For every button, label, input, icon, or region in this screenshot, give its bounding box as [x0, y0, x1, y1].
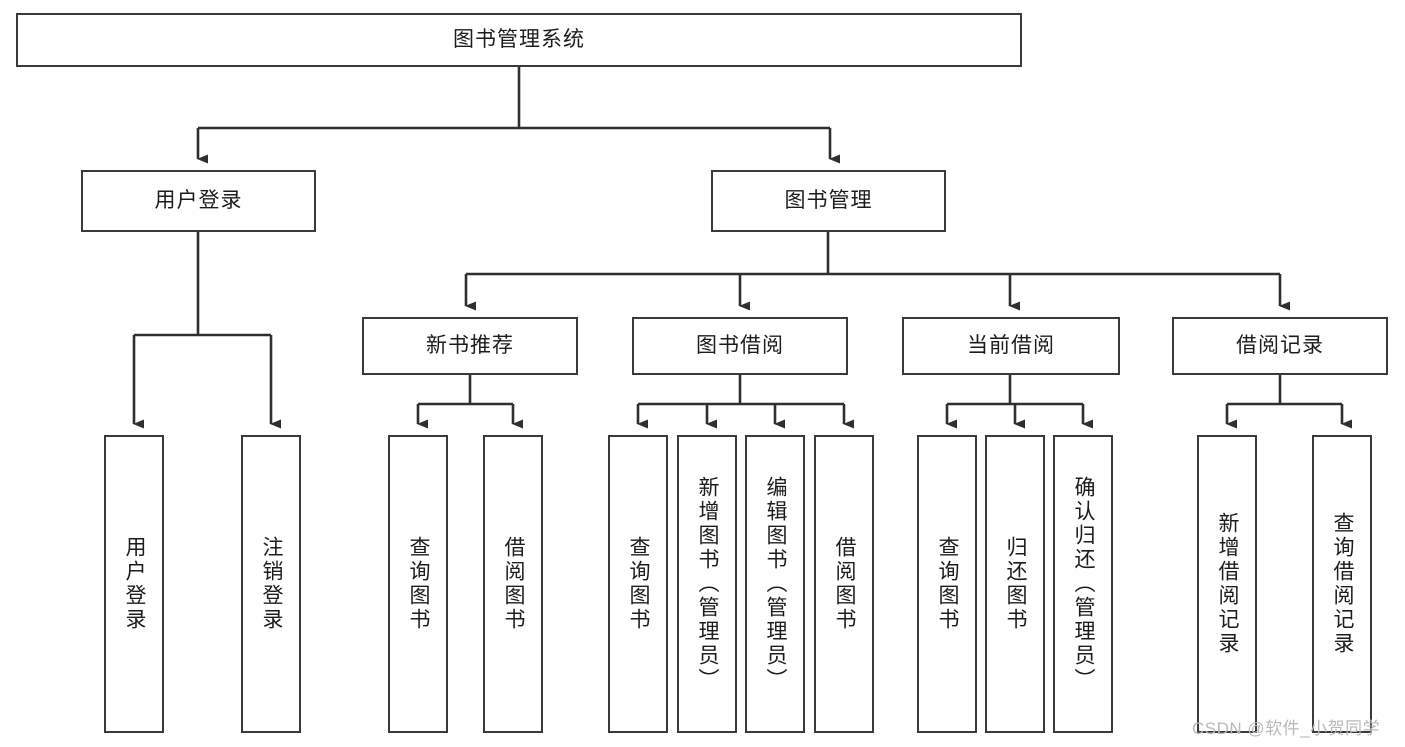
node-user-login-label: 用户登录 — [154, 189, 243, 213]
node-root-label: 图书管理系统 — [453, 28, 585, 52]
node-leaf-add-book-admin[interactable]: 新增图书（管理员） — [677, 435, 737, 733]
node-leaf-return-book-label: 归还图书 — [1004, 536, 1028, 632]
node-leaf-edit-book-admin-label: 编辑图书（管理员） — [764, 476, 788, 692]
node-leaf-query-borrow-record[interactable]: 查询借阅记录 — [1312, 435, 1372, 733]
csdn-watermark: CSDN @软件_小贺同学 — [1192, 719, 1381, 738]
node-leaf-user-logout[interactable]: 注销登录 — [241, 435, 301, 733]
node-book-manage[interactable]: 图书管理 — [711, 170, 946, 232]
node-leaf-add-borrow-record-label: 新增借阅记录 — [1216, 512, 1240, 656]
node-leaf-query-book-current[interactable]: 查询图书 — [917, 435, 977, 733]
node-leaf-edit-book-admin[interactable]: 编辑图书（管理员） — [745, 435, 805, 733]
node-root[interactable]: 图书管理系统 — [16, 13, 1022, 67]
node-leaf-query-book-borrow[interactable]: 查询图书 — [608, 435, 668, 733]
node-leaf-query-book-current-label: 查询图书 — [936, 536, 960, 632]
node-leaf-confirm-return-admin-label: 确认归还（管理员） — [1072, 476, 1096, 692]
node-leaf-borrow-book[interactable]: 借阅图书 — [814, 435, 874, 733]
node-borrow-record[interactable]: 借阅记录 — [1172, 317, 1388, 375]
node-current-borrow-label: 当前借阅 — [967, 334, 1055, 358]
node-current-borrow[interactable]: 当前借阅 — [902, 317, 1120, 375]
node-book-borrow[interactable]: 图书借阅 — [632, 317, 848, 375]
node-leaf-add-borrow-record[interactable]: 新增借阅记录 — [1197, 435, 1257, 733]
node-leaf-return-book[interactable]: 归还图书 — [985, 435, 1045, 733]
node-book-manage-label: 图书管理 — [784, 189, 873, 213]
node-book-borrow-label: 图书借阅 — [696, 334, 784, 358]
node-leaf-query-book-rec-label: 查询图书 — [407, 536, 431, 632]
node-leaf-borrow-book-rec-label: 借阅图书 — [502, 536, 526, 632]
node-new-book-recommend-label: 新书推荐 — [426, 334, 514, 358]
node-leaf-add-book-admin-label: 新增图书（管理员） — [696, 476, 720, 692]
node-leaf-confirm-return-admin[interactable]: 确认归还（管理员） — [1053, 435, 1113, 733]
node-leaf-borrow-book-rec[interactable]: 借阅图书 — [483, 435, 543, 733]
node-leaf-query-book-borrow-label: 查询图书 — [627, 536, 651, 632]
node-borrow-record-label: 借阅记录 — [1236, 334, 1324, 358]
node-user-login[interactable]: 用户登录 — [81, 170, 316, 232]
node-leaf-user-login[interactable]: 用户登录 — [104, 435, 164, 733]
node-leaf-user-login-label: 用户登录 — [123, 536, 147, 632]
node-leaf-borrow-book-label: 借阅图书 — [833, 536, 857, 632]
node-leaf-user-logout-label: 注销登录 — [260, 536, 284, 632]
node-leaf-query-book-rec[interactable]: 查询图书 — [388, 435, 448, 733]
node-leaf-query-borrow-record-label: 查询借阅记录 — [1331, 512, 1355, 656]
node-new-book-recommend[interactable]: 新书推荐 — [362, 317, 578, 375]
